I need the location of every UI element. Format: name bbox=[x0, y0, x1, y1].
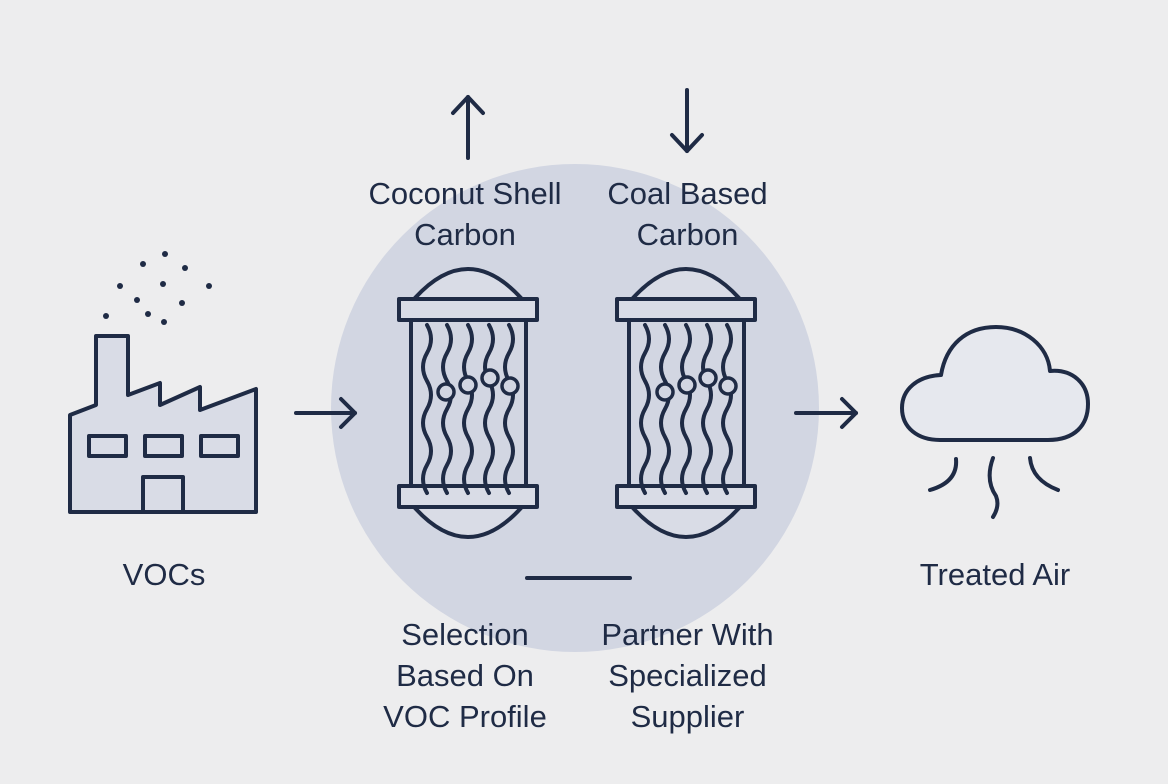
cloud-icon bbox=[900, 325, 1090, 442]
note-2-line-1: Partner With bbox=[601, 617, 774, 652]
note-2-line-2: Specialized bbox=[608, 658, 767, 693]
carbon-1-name: Coconut Shell Carbon bbox=[345, 173, 585, 255]
carbon-2-name-line-2: Carbon bbox=[636, 217, 739, 252]
note-1-line-1: Selection bbox=[401, 617, 529, 652]
note-1: Selection Based On VOC Profile bbox=[355, 614, 575, 737]
arrow-up-icon bbox=[451, 95, 485, 160]
carbon-filter-icon bbox=[397, 267, 539, 539]
note-2-line-3: Supplier bbox=[630, 699, 745, 734]
carbon-filter-icon bbox=[615, 267, 757, 539]
arrow-right-icon bbox=[294, 397, 357, 429]
output-label: Treated Air bbox=[919, 557, 1071, 592]
note-1-line-2: Based On bbox=[396, 658, 534, 693]
carbon-2-name-line-1: Coal Based bbox=[607, 176, 768, 211]
emission-dots bbox=[103, 251, 212, 325]
carbon-1-name-line-1: Coconut Shell bbox=[368, 176, 562, 211]
factory-icon bbox=[68, 334, 258, 514]
source-label: VOCs bbox=[122, 557, 206, 592]
carbon-1-name-line-2: Carbon bbox=[414, 217, 516, 252]
arrow-down-icon bbox=[670, 88, 704, 153]
arrow-right-icon bbox=[794, 397, 858, 429]
air-flow-lines bbox=[928, 456, 1060, 519]
carbon-2-name: Coal Based Carbon bbox=[575, 173, 800, 255]
note-2: Partner With Specialized Supplier bbox=[570, 614, 805, 737]
note-1-line-3: VOC Profile bbox=[383, 699, 547, 734]
